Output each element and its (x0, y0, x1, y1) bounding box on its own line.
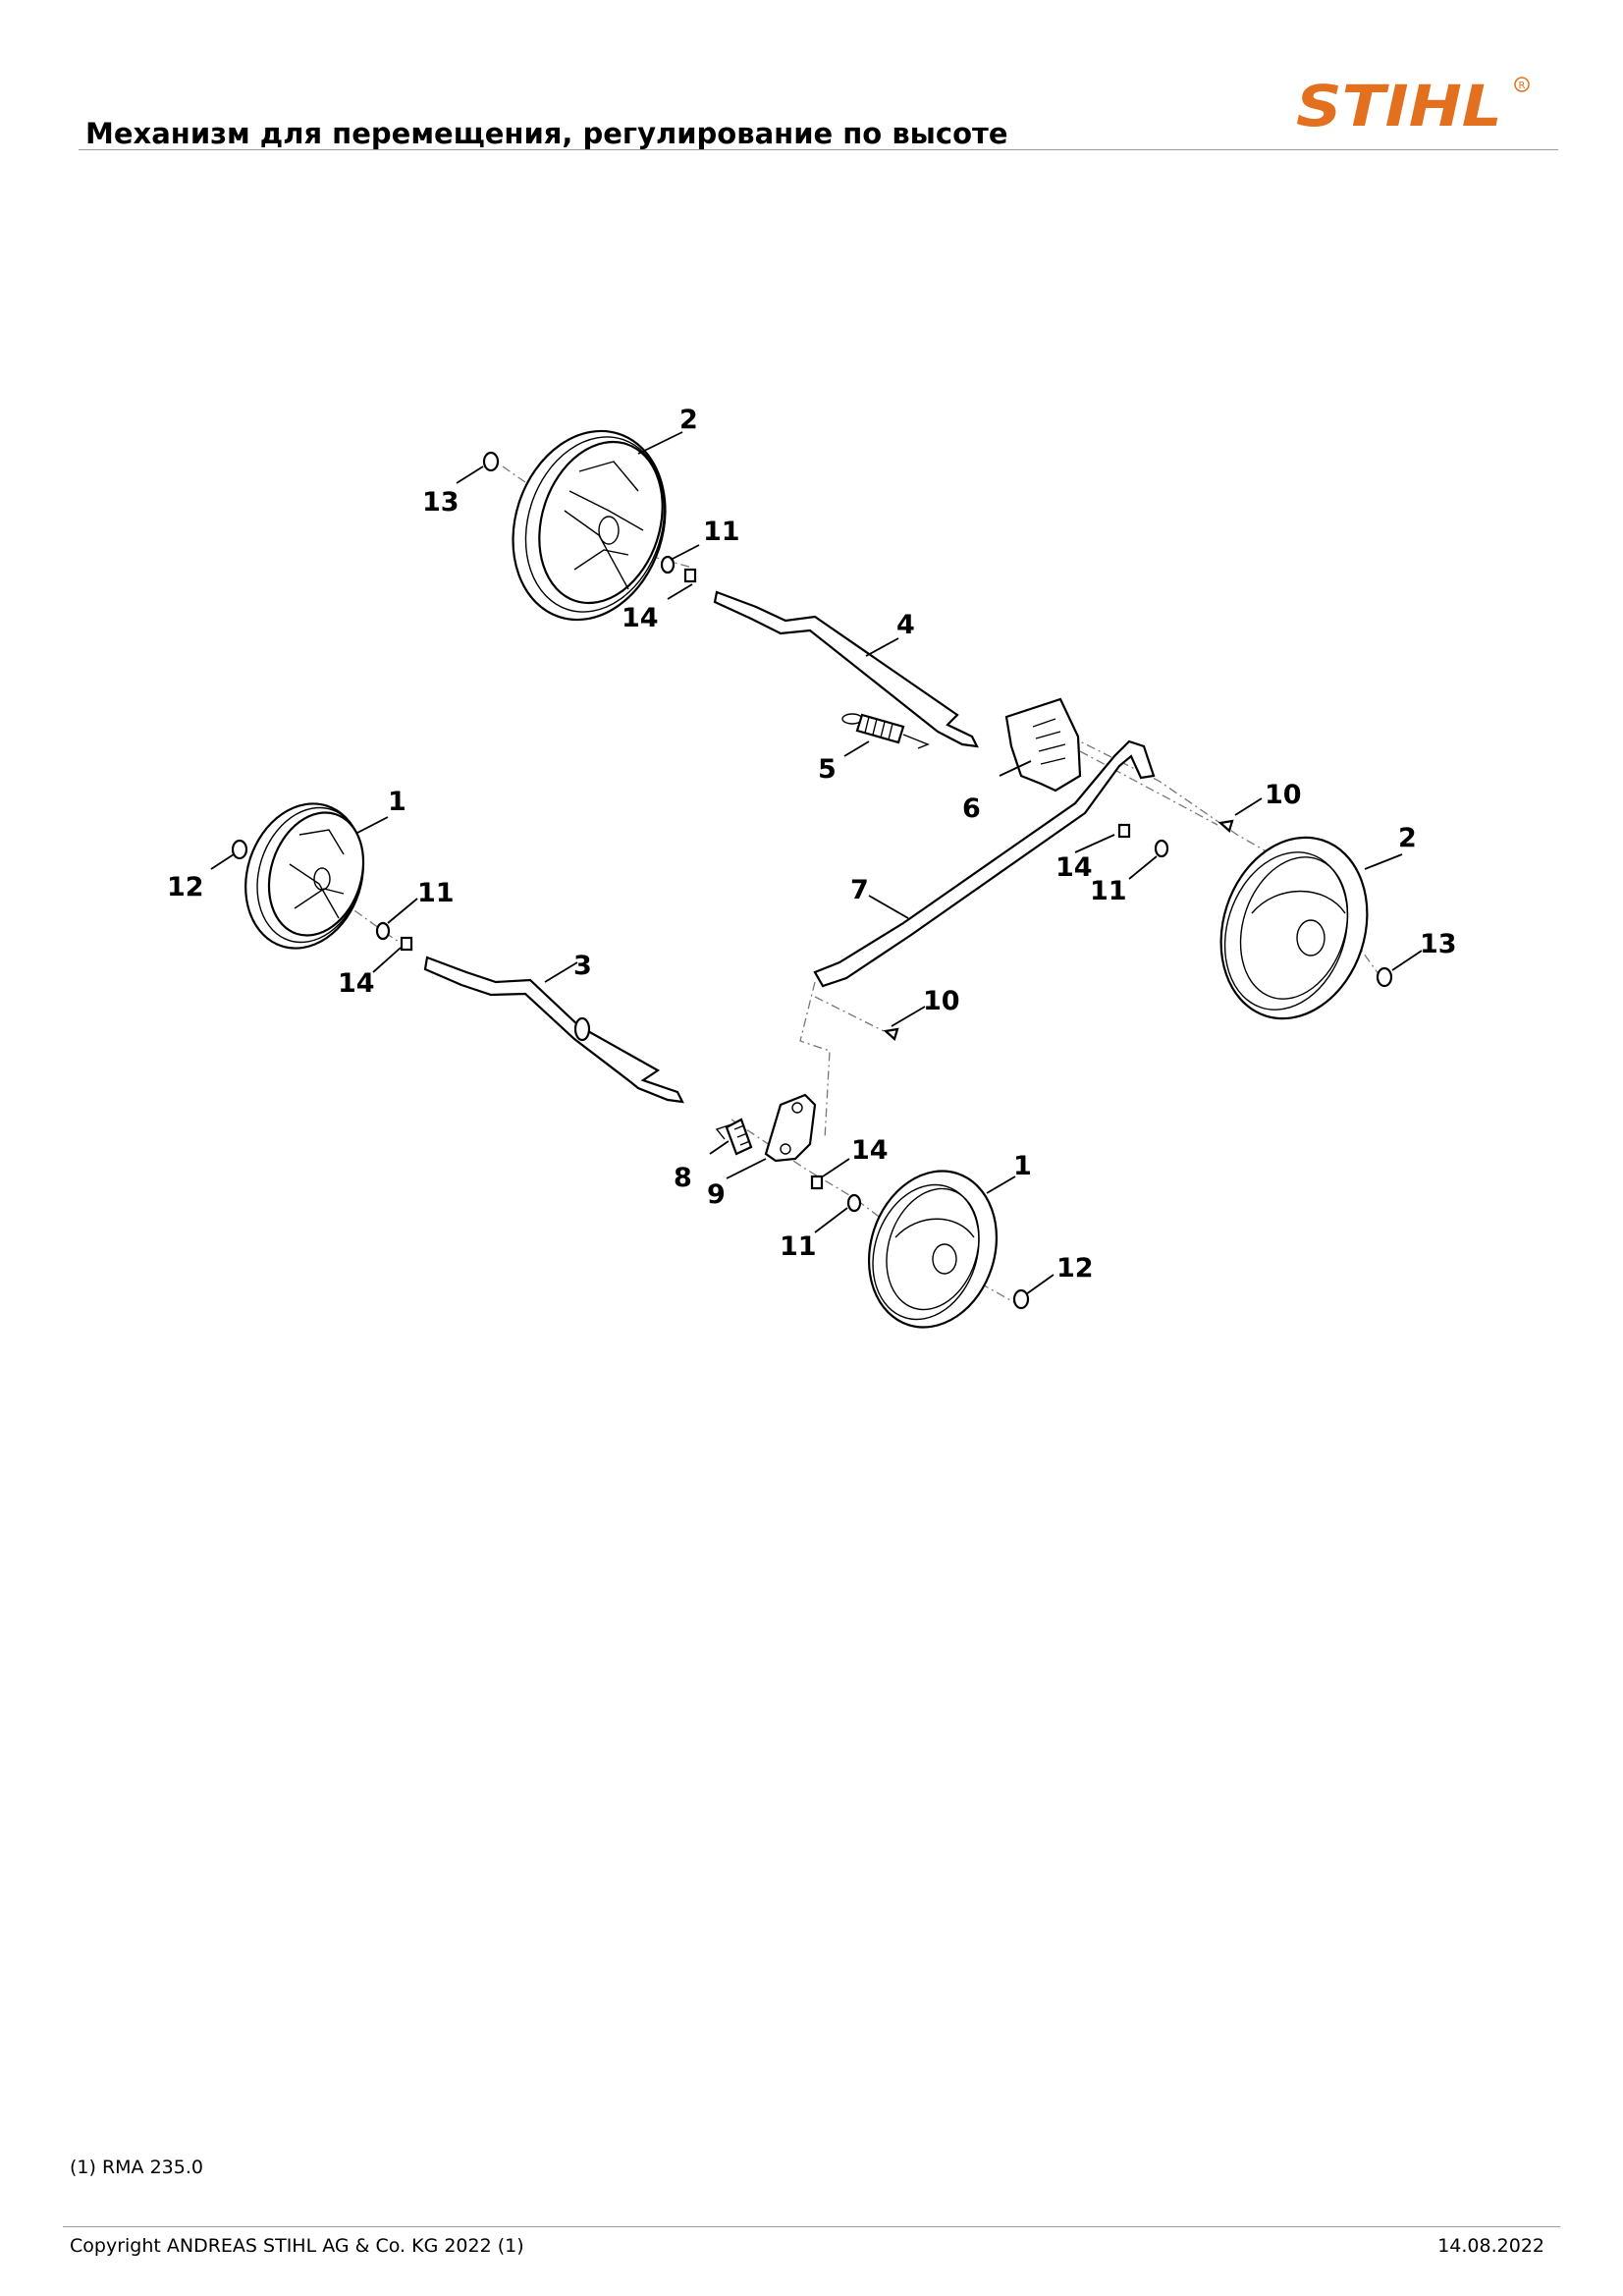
callout-12: 12 (167, 872, 204, 902)
model-footnote: (1) RMA 235.0 (70, 2157, 203, 2178)
callout-10b: 10 (923, 986, 960, 1016)
callout-labels: 2 13 11 14 4 5 6 1 12 11 14 3 7 14 11 10… (167, 405, 1457, 1284)
copyright-text: Copyright ANDREAS STIHL AG & Co. KG 2022… (70, 2235, 524, 2257)
callout-5: 5 (818, 754, 837, 785)
washer-11-bottom (846, 1193, 862, 1213)
callout-9: 9 (707, 1179, 726, 1210)
callout-12b: 12 (1056, 1253, 1094, 1284)
stihl-logo: STIHL R (1276, 71, 1542, 139)
callout-10: 10 (1265, 780, 1302, 810)
callout-13b: 13 (1420, 929, 1457, 959)
svg-text:STIHL: STIHL (1296, 73, 1502, 139)
callout-1: 1 (388, 787, 406, 817)
callout-2b: 2 (1398, 823, 1417, 853)
washer-11-top (660, 555, 676, 574)
wheel-rear-right (1219, 836, 1369, 1020)
header-divider (79, 149, 1558, 150)
callout-2: 2 (679, 405, 698, 435)
washer-13-top (482, 451, 500, 472)
screw-10-lower (883, 1027, 899, 1041)
callout-11c: 11 (1090, 876, 1127, 906)
axle-front (423, 956, 684, 1104)
spring-front (715, 1118, 753, 1156)
wheel-front-left (244, 802, 365, 950)
spring-rear (841, 713, 930, 749)
small-hardware (231, 451, 1393, 1310)
callout-14d: 14 (851, 1135, 889, 1166)
svg-text:R: R (1519, 81, 1526, 91)
callout-11d: 11 (780, 1231, 817, 1262)
callout-11b: 11 (417, 878, 455, 908)
callout-3: 3 (573, 951, 592, 981)
washer-12-left (231, 839, 248, 860)
callout-7: 7 (850, 875, 869, 905)
callout-11: 11 (703, 517, 740, 547)
footer-divider (63, 2226, 1560, 2227)
screw-10-upper (1217, 819, 1234, 833)
exploded-parts-diagram: 2 13 11 14 4 5 6 1 12 11 14 3 7 14 11 10… (167, 405, 1457, 1329)
wheel-front-right (867, 1170, 999, 1329)
leader-lines (210, 431, 1423, 1295)
callout-8: 8 (674, 1163, 692, 1193)
nut-14-right (1117, 823, 1131, 839)
washer-12-bottom (1012, 1288, 1030, 1310)
callout-14c: 14 (1055, 852, 1093, 883)
nut-14-top (683, 568, 697, 583)
page-title: Механизм для перемещения, регулирование … (85, 117, 1008, 150)
callout-14b: 14 (338, 968, 375, 999)
callout-1b: 1 (1013, 1151, 1032, 1181)
callout-13: 13 (422, 487, 460, 518)
washer-11-right (1154, 839, 1169, 858)
nut-14-bottom (810, 1175, 824, 1190)
footer-date: 14.08.2022 (1437, 2235, 1544, 2257)
washer-13-right (1376, 966, 1393, 988)
height-adjuster-bracket (1004, 697, 1082, 793)
wheel-rear-left (512, 429, 667, 622)
nut-14-left (400, 936, 413, 952)
callout-14: 14 (622, 603, 659, 633)
washer-11-left (375, 921, 391, 941)
axle-rear (713, 590, 979, 748)
callout-4: 4 (896, 610, 915, 640)
callout-6: 6 (962, 793, 981, 824)
height-adjuster-lever (813, 739, 1156, 988)
front-adjuster-bracket (764, 1093, 817, 1163)
